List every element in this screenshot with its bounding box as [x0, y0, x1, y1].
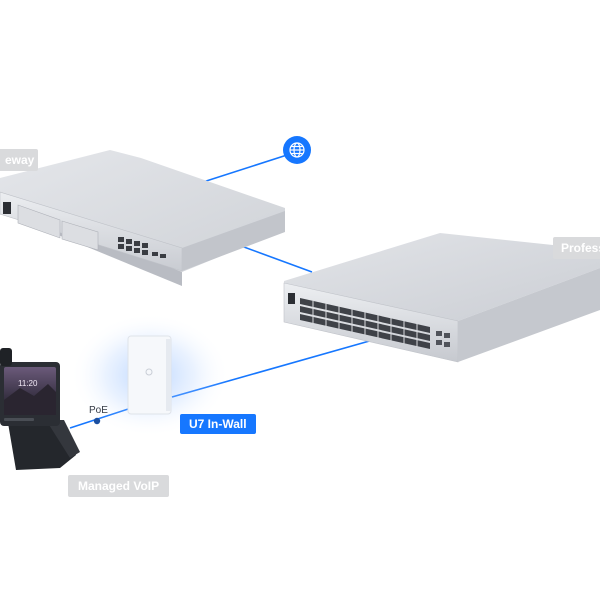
- switch-port-dividers: [312, 300, 418, 347]
- phone-screen-time: 11:20: [18, 379, 38, 388]
- gateway-label: eway: [0, 149, 38, 171]
- access-point-label: U7 In-Wall: [180, 414, 256, 434]
- switch-device[interactable]: [283, 233, 600, 363]
- voip-label: Managed VoIP: [68, 475, 170, 497]
- ubiquiti-logo-icon: [145, 368, 153, 376]
- voip-phone-device[interactable]: 11:20: [0, 348, 80, 470]
- poe-connector-dot: [93, 417, 101, 425]
- access-point-device[interactable]: [70, 313, 230, 437]
- switch-sfp-ports: [436, 331, 450, 347]
- link-gateway-switch: [232, 242, 313, 273]
- gateway-device[interactable]: [0, 150, 285, 286]
- globe-icon[interactable]: [283, 136, 311, 164]
- poe-label: PoE: [89, 405, 108, 416]
- gateway-ports: [118, 237, 166, 258]
- link-internet-gateway: [199, 154, 288, 184]
- switch-label: Profess: [553, 237, 600, 259]
